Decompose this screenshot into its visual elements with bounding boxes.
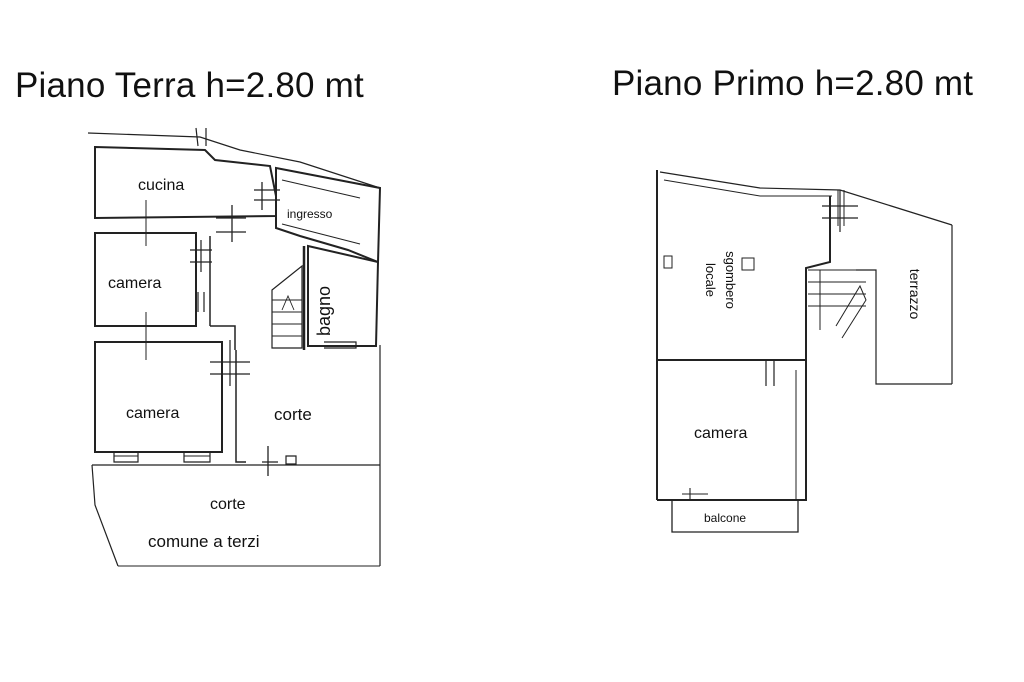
shared-note-label: comune a terzi	[148, 532, 260, 551]
storage-label-2: sgombero	[723, 251, 738, 309]
kitchen-label: cucina	[138, 177, 184, 194]
bathroom-label: bagno	[314, 286, 334, 336]
bedroom-label-first: camera	[694, 425, 747, 442]
bedroom-2-label: camera	[126, 405, 179, 422]
courtyard-label: corte	[274, 405, 312, 424]
entrance-label: ingresso	[287, 207, 333, 221]
balcony-label: balcone	[704, 511, 746, 525]
first-floor-title: Piano Primo h=2.80 mt	[612, 64, 974, 103]
shared-courtyard-label: corte	[210, 496, 246, 513]
ground-floor-title: Piano Terra h=2.80 mt	[15, 66, 364, 105]
storage-label-1: locale	[703, 263, 718, 297]
first-floor-plan	[656, 170, 953, 533]
ground-floor-plan	[87, 127, 382, 567]
terrace-label: terrazzo	[907, 269, 923, 320]
bedroom-1-label: camera	[108, 275, 161, 292]
